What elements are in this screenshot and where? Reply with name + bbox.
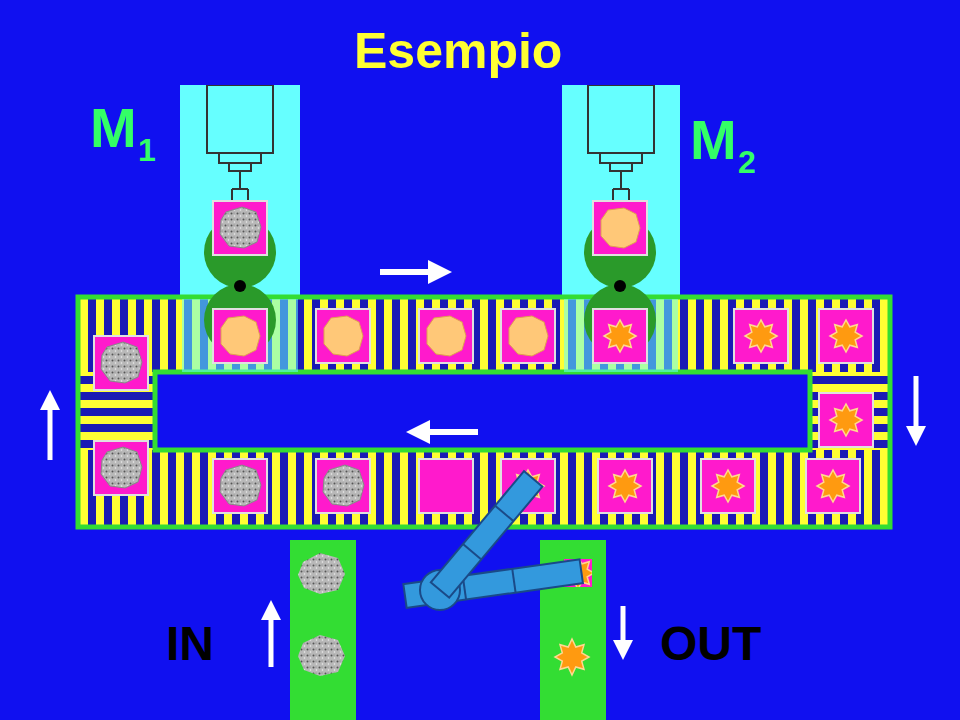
machine-panel bbox=[562, 85, 680, 395]
machine-panel bbox=[180, 85, 300, 395]
machine-subscript: 2 bbox=[738, 146, 756, 178]
lane-label: OUT bbox=[660, 620, 761, 668]
machine-subscript: 1 bbox=[138, 134, 156, 166]
robot-arm bbox=[403, 471, 583, 610]
title: Esempio bbox=[354, 26, 562, 76]
machine-name: M bbox=[90, 100, 137, 156]
lane-label: IN bbox=[166, 620, 214, 668]
machine-name: M bbox=[690, 112, 737, 168]
